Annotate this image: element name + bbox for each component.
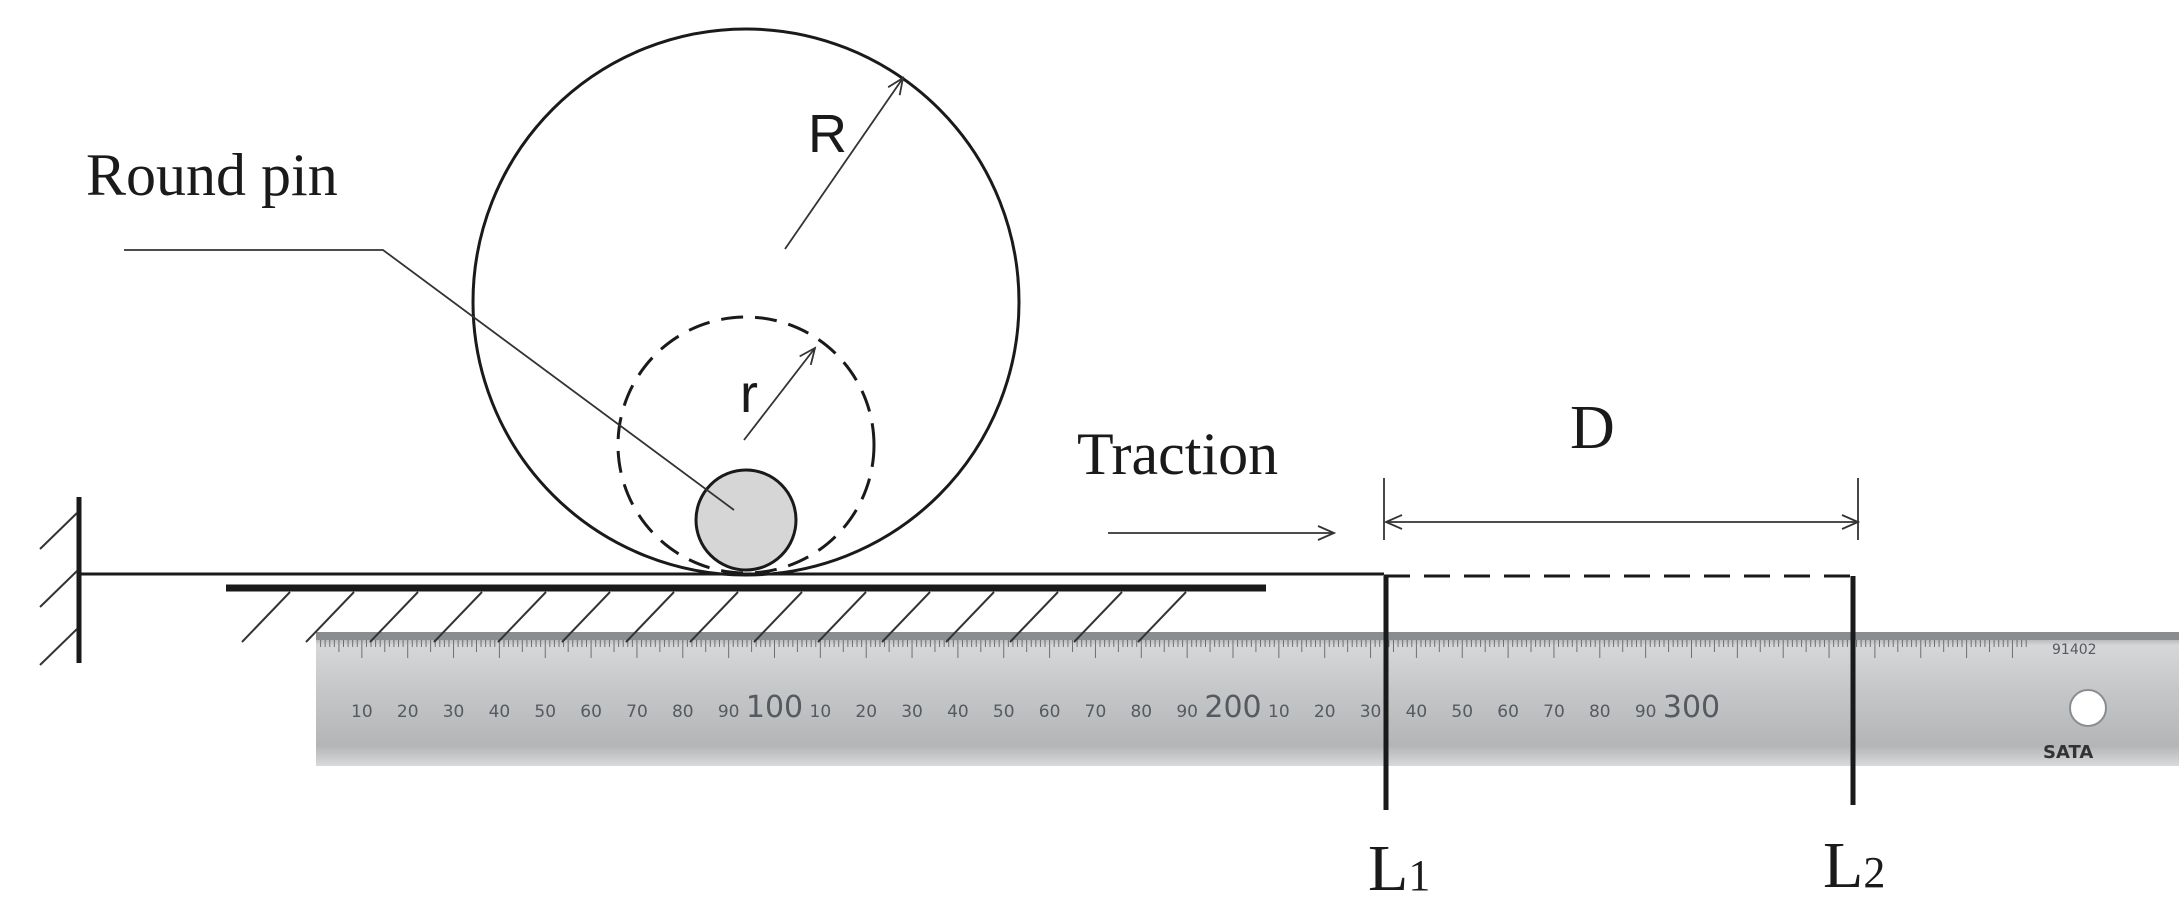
small-radius-label: r xyxy=(740,364,758,424)
ground-hatch-stroke xyxy=(945,591,995,643)
ruler-body xyxy=(316,632,2179,766)
ruler-tick-label: 80 xyxy=(1130,702,1152,722)
ruler-tick-label: 50 xyxy=(534,702,556,722)
small-radius-arrow xyxy=(743,348,815,441)
ground-hatch-stroke xyxy=(753,591,803,643)
ground-hatch-stroke xyxy=(1137,591,1187,643)
wall-hatch-stroke xyxy=(39,628,78,666)
ground-hatch-stroke xyxy=(1073,591,1123,643)
ruler-brand-logo: SATA xyxy=(2043,742,2093,763)
ruler-tick-label: 90 xyxy=(1635,702,1657,722)
l1-label: L1 xyxy=(1368,832,1430,905)
ruler-tick-label: 90 xyxy=(1176,702,1198,722)
ruler-tick-label: 10 xyxy=(351,702,373,722)
ruler-tick-label: 200 xyxy=(1204,690,1261,725)
big-radius-label: R xyxy=(808,104,847,164)
ruler-top-edge xyxy=(316,632,2179,640)
small-radius-dashed-circle xyxy=(616,315,876,575)
ruler-tick-label: 60 xyxy=(1497,702,1519,722)
ruler-tick-label: 40 xyxy=(489,702,511,722)
round-pin-leader xyxy=(124,249,735,511)
ground-hatching xyxy=(241,591,1187,643)
round-pin-label: Round pin xyxy=(86,142,338,208)
ruler-tick-label: 20 xyxy=(1314,702,1336,722)
wall-hatch-stroke xyxy=(39,512,78,550)
wall-hatching xyxy=(39,512,78,666)
ruler-tick-label: 60 xyxy=(1039,702,1061,722)
traction-label: Traction xyxy=(1077,421,1278,487)
ruler-model-number: 91402 xyxy=(2052,642,2097,658)
ground-hatch-stroke xyxy=(881,591,931,643)
ruler-tick-label: 90 xyxy=(718,702,740,722)
ruler-tick-label: 10 xyxy=(810,702,832,722)
steel-ruler: 10 20 30 40 50 60 70 80 90 100 10 20 30 40 50 60 70 80 90 2… xyxy=(316,632,2179,766)
ruler-tick-label: 70 xyxy=(1085,702,1107,722)
wall-hatch-stroke xyxy=(39,570,78,608)
ruler-minor-ticks xyxy=(320,640,2027,658)
big-radius-arrow xyxy=(784,78,903,250)
ground-hatch-stroke xyxy=(305,591,355,643)
l2-label: L2 xyxy=(1823,829,1885,902)
ruler-tick-label: 100 xyxy=(746,690,803,725)
ground-hatch-stroke xyxy=(433,591,483,643)
ground-hatch-stroke xyxy=(817,591,867,643)
fixed-wall xyxy=(39,497,82,666)
ruler-tick-label: 80 xyxy=(672,702,694,722)
ruler-tick-label: 40 xyxy=(947,702,969,722)
ground-support xyxy=(226,584,1266,643)
ruler-tick-label: 30 xyxy=(443,702,465,722)
ruler-tick-label: 20 xyxy=(397,702,419,722)
distance-label: D xyxy=(1570,394,1615,462)
ruler-tick-labels: 10 20 30 40 50 60 70 80 90 100 10 20 30 40 50 60 70 80 90 2… xyxy=(351,690,1720,725)
ground-hatch-stroke xyxy=(369,591,419,643)
ruler-hang-hole xyxy=(2069,689,2107,727)
ruler-tick-label: 30 xyxy=(1360,702,1382,722)
ground-hatch-stroke xyxy=(561,591,611,643)
large-ball-circle xyxy=(471,27,1021,577)
ruler-tick-label: 10 xyxy=(1268,702,1290,722)
ground-hatch-stroke xyxy=(625,591,675,643)
ruler-tick-label: 60 xyxy=(580,702,602,722)
ruler-tick-label: 80 xyxy=(1589,702,1611,722)
ruler-tick-label: 300 xyxy=(1663,690,1720,725)
ruler-tick-label: 50 xyxy=(993,702,1015,722)
ruler-tick-label: 70 xyxy=(1543,702,1565,722)
ground-hatch-stroke xyxy=(1009,591,1059,643)
ground-hatch-stroke xyxy=(497,591,547,643)
ruler-tick-label: 20 xyxy=(855,702,877,722)
ruler-tick-label: 30 xyxy=(901,702,923,722)
ground-hatch-stroke xyxy=(689,591,739,643)
ruler-tick-label: 50 xyxy=(1451,702,1473,722)
ruler-tick-label: 70 xyxy=(626,702,648,722)
ruler-tick-label: 40 xyxy=(1406,702,1428,722)
ground-hatch-stroke xyxy=(241,591,291,643)
round-pin xyxy=(694,468,798,572)
